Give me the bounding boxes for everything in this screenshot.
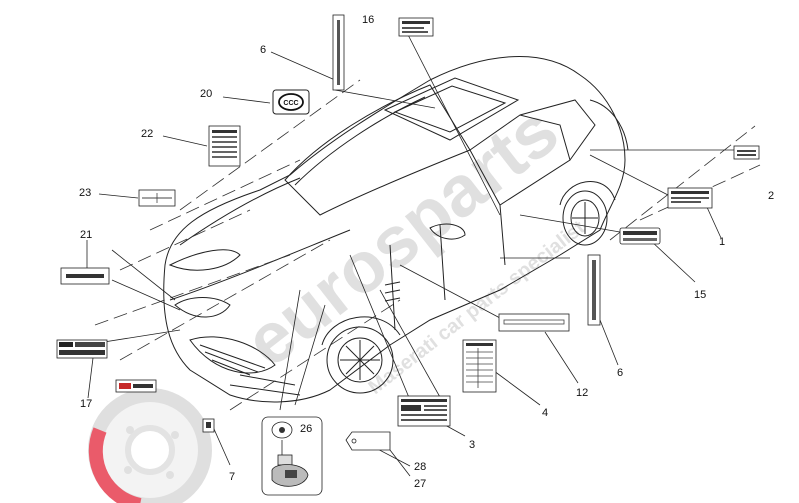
label-sticker-7 <box>202 418 215 433</box>
label-sticker-17 <box>56 339 108 359</box>
callout-4: 4 <box>542 407 548 419</box>
callout-27: 27 <box>414 478 426 490</box>
label-sticker-12 <box>498 313 570 332</box>
label-sticker-4 <box>462 339 497 393</box>
callout-23: 23 <box>79 187 91 199</box>
label-sticker-15 <box>619 227 661 245</box>
label-sticker-16 <box>398 17 434 37</box>
callout-6-top: 6 <box>260 44 266 56</box>
callout-numbers: 16 6 20 22 23 21 17 7 26 28 27 3 4 12 6 … <box>79 14 774 490</box>
callout-26: 26 <box>300 423 312 435</box>
key-tag-label <box>345 431 391 451</box>
label-sticker-6-tall <box>587 254 601 326</box>
callout-15: 15 <box>694 289 706 301</box>
key-fob-inset <box>261 416 323 496</box>
watermark-brand: eurosparts <box>231 90 574 382</box>
callout-1: 1 <box>719 236 725 248</box>
ccc-mark: CCC <box>283 100 298 107</box>
watermark: eurosparts Maserati car parts specialist <box>88 90 589 503</box>
brake-disc-icon <box>88 388 212 503</box>
callout-3: 3 <box>469 439 475 451</box>
callout-7: 7 <box>229 471 235 483</box>
label-sticker-22 <box>208 125 241 167</box>
callout-22: 22 <box>141 128 153 140</box>
ccc-certification-label: CCC <box>272 89 310 115</box>
label-sticker-2 <box>733 145 760 160</box>
label-sticker-21 <box>60 267 110 285</box>
callout-28: 28 <box>414 461 426 473</box>
callout-6-right: 6 <box>617 367 623 379</box>
label-sticker-23 <box>138 189 176 207</box>
callout-12: 12 <box>576 387 588 399</box>
callout-17: 17 <box>80 398 92 410</box>
projection-lines <box>94 79 761 411</box>
callout-2: 2 <box>768 190 774 202</box>
label-sticker-red <box>115 379 157 393</box>
label-sticker-1 <box>667 187 713 209</box>
label-sticker-6-vertical <box>332 14 345 91</box>
callout-21: 21 <box>80 229 92 241</box>
callout-20: 20 <box>200 88 212 100</box>
label-sticker-3 <box>397 395 451 427</box>
callout-16: 16 <box>362 14 374 26</box>
